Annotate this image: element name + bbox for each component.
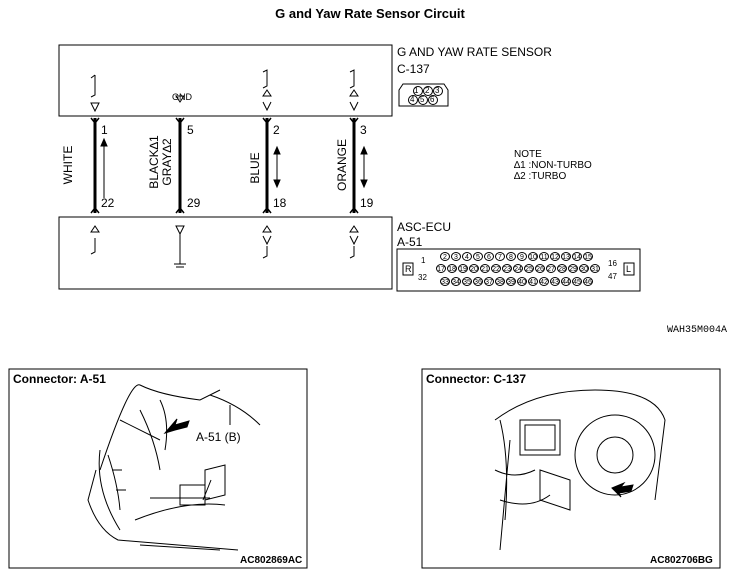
ecu-pin: 8 [506, 252, 516, 261]
ecu-pin: 15 [583, 252, 593, 261]
ecu-pin: 16 [608, 259, 617, 268]
ecu-pin: 30 [579, 264, 589, 273]
ecu-pin: 27 [546, 264, 556, 273]
sensor-pin: 2 [425, 86, 430, 95]
ecu-pin: 24 [513, 264, 523, 273]
ecu-pin: 21 [480, 264, 490, 273]
ecu-pin: 20 [469, 264, 479, 273]
note-heading: NOTE [514, 149, 542, 160]
ecu-pin: 41 [528, 277, 538, 286]
ecu-pin: 38 [495, 277, 505, 286]
diagram-code: WAH35M004A [667, 325, 728, 336]
ecu-pin: 25 [524, 264, 534, 273]
ecu-pin: 5 [473, 252, 483, 261]
ecu-pin: 39 [506, 277, 516, 286]
sensor-pin: 5 [420, 95, 425, 104]
ecu-pin: 6 [484, 252, 494, 261]
wire-bottom-pin: 19 [360, 196, 374, 210]
wire-top-pin: 2 [273, 123, 280, 137]
ecu-pin: 35 [462, 277, 472, 286]
ecu-pin: 22 [491, 264, 501, 273]
ecu-side-label-left: R [405, 264, 412, 274]
ecu-pin: 2 [440, 252, 450, 261]
panel-title: Connector: C-137 [426, 372, 527, 386]
ecu-pin: 45 [572, 277, 582, 286]
ecu-pin: 11 [539, 252, 549, 261]
gnd-label: GND [172, 92, 192, 102]
ecu-pin: 33 [440, 277, 450, 286]
ecu-pin: 44 [561, 277, 571, 286]
panel-code: AC802706BG [650, 555, 713, 566]
ecu-connector-id: A-51 [397, 235, 423, 249]
note-line: ∆2 :TURBO [514, 171, 567, 182]
wire-color-label: GRAY∆2 [160, 138, 174, 186]
ecu-pin: 10 [528, 252, 538, 261]
ecu-pin: 13 [561, 252, 571, 261]
sensor-pin: 1 [414, 86, 419, 95]
ecu-pin: 37 [484, 277, 494, 286]
wire-top-pin: 3 [360, 123, 367, 137]
ecu-pin: 42 [539, 277, 549, 286]
ecu-pin: 29 [568, 264, 578, 273]
wire-color-label: BLUE [248, 152, 262, 184]
diagram-title: G and Yaw Rate Sensor Circuit [275, 6, 465, 21]
ecu-pin: 1 [421, 256, 426, 265]
sensor-pin: 6 [430, 95, 435, 104]
sensor-pin: 4 [410, 95, 415, 104]
ecu-pin: 4 [462, 252, 472, 261]
ecu-pin: 40 [517, 277, 527, 286]
wire-bottom-pin: 22 [101, 196, 115, 210]
sensor-connector-id: C-137 [397, 62, 430, 76]
ecu-side-label-right: L [626, 264, 632, 274]
sensor-name: G AND YAW RATE SENSOR [397, 45, 552, 59]
wire-color-label: ORANGE [335, 138, 349, 192]
ecu-pin: 19 [458, 264, 468, 273]
ecu-pin: 36 [473, 277, 483, 286]
ecu-pin: 32 [418, 273, 427, 282]
ecu-pin: 31 [590, 264, 600, 273]
ecu-pin: 12 [550, 252, 560, 261]
ecu-pin: 14 [572, 252, 582, 261]
ecu-pin: 28 [557, 264, 567, 273]
ecu-pin: 3 [451, 252, 461, 261]
ecu-name: ASC-ECU [397, 220, 452, 234]
ecu-pin: 23 [502, 264, 512, 273]
ecu-pin: 26 [535, 264, 545, 273]
ecu-pin: 18 [447, 264, 457, 273]
ecu-pin: 34 [451, 277, 461, 286]
wire-color-label: BLACK∆1 [147, 135, 161, 189]
ecu-pin: 9 [517, 252, 527, 261]
panel-title: Connector: A-51 [13, 372, 106, 386]
ecu-pin: 46 [583, 277, 593, 286]
note-line: ∆1 :NON-TURBO [514, 160, 592, 171]
ecu-pin: 17 [436, 264, 446, 273]
ecu-pin: 43 [550, 277, 560, 286]
sensor-pin: 3 [435, 86, 440, 95]
wire-top-pin: 1 [101, 123, 108, 137]
ecu-pin: 47 [608, 272, 617, 281]
wire-bottom-pin: 18 [273, 196, 287, 210]
wire-top-pin: 5 [187, 123, 194, 137]
panel-code: AC802869AC [240, 555, 303, 566]
connector-callout: A-51 (B) [196, 430, 241, 444]
ecu-pin: 7 [495, 252, 505, 261]
wire-color-label: WHITE [61, 145, 75, 185]
wire-bottom-pin: 29 [187, 196, 201, 210]
